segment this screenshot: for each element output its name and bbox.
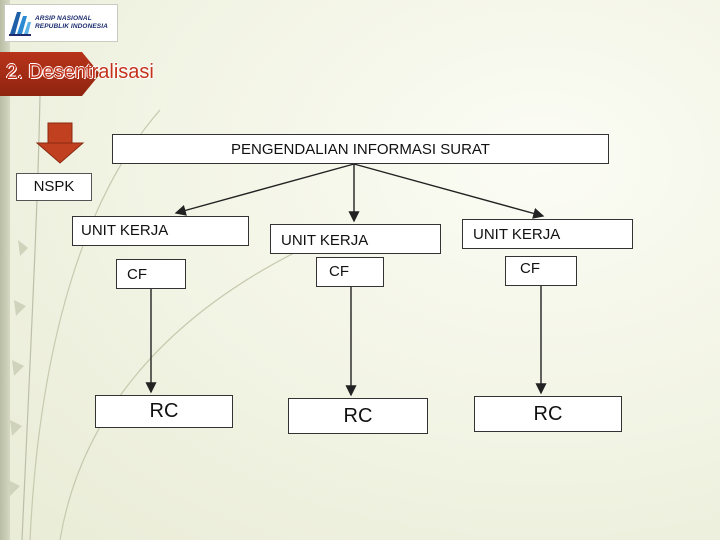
cf-box-1: CF bbox=[116, 259, 186, 289]
slide-title: 2. Desentralisasi bbox=[6, 61, 154, 83]
logo-line-1: ARSIP NASIONAL bbox=[35, 15, 92, 22]
unit-kerja-box-1: UNIT KERJA bbox=[72, 216, 249, 246]
unit-kerja-box-2: UNIT KERJA bbox=[270, 224, 441, 254]
anri-logo-icon bbox=[9, 12, 31, 36]
logo-text: ARSIP NASIONAL REPUBLIK INDONESIA bbox=[35, 15, 108, 31]
rc-box-1: RC bbox=[95, 395, 233, 428]
logo-line-2: REPUBLIK INDONESIA bbox=[35, 23, 108, 30]
nspk-box: NSPK bbox=[16, 173, 92, 201]
unit-kerja-box-3: UNIT KERJA bbox=[462, 219, 633, 249]
title-banner bbox=[0, 52, 100, 96]
top-box: PENGENDALIAN INFORMASI SURAT bbox=[112, 134, 609, 164]
rc-box-3: RC bbox=[474, 396, 622, 432]
rc-box-2: RC bbox=[288, 398, 428, 434]
anri-logo: ARSIP NASIONAL REPUBLIK INDONESIA bbox=[4, 4, 118, 42]
cf-box-3: CF bbox=[505, 256, 577, 286]
left-border-strip bbox=[0, 0, 10, 540]
cf-box-2: CF bbox=[316, 257, 384, 287]
